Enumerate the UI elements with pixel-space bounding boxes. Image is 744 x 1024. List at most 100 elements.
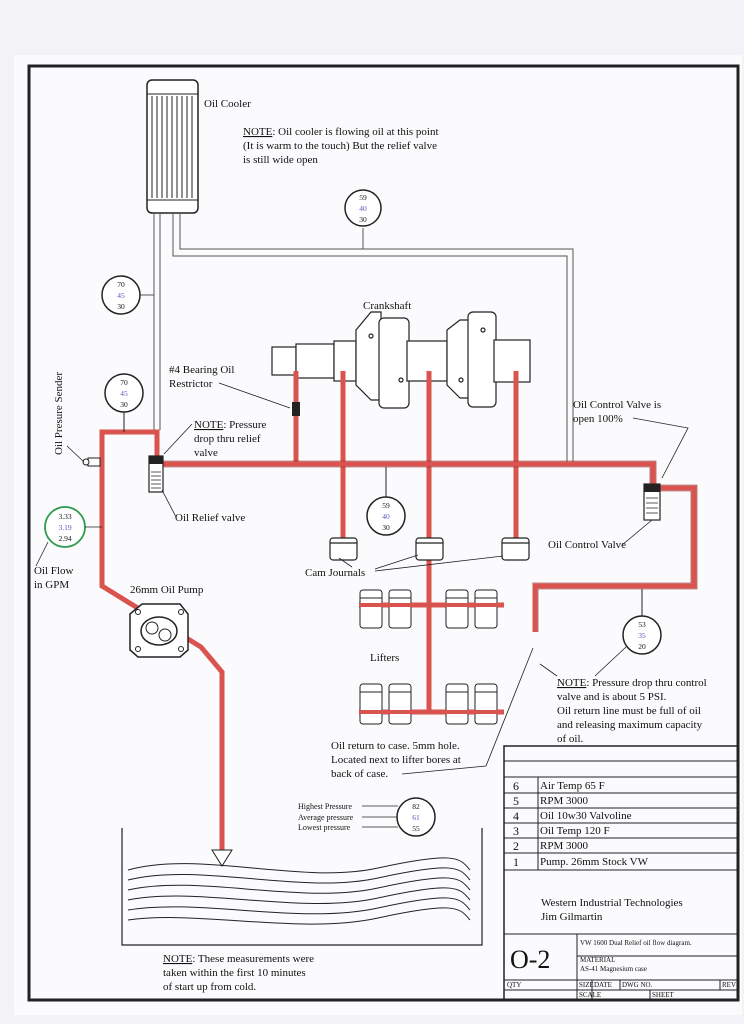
gauge-oil-flow: 3.33 3.19 2.94: [44, 506, 86, 548]
svg-text:40: 40: [359, 204, 367, 213]
line-outlines: [157, 460, 698, 632]
condition-text: Oil 10w30 Valvoline: [540, 810, 632, 822]
control-valve-open-label-2: open 100%: [573, 413, 623, 425]
oil-pump-label: 26mm Oil Pump: [130, 584, 204, 596]
company-name: Western Industrial Technologies: [541, 897, 683, 909]
svg-text:30: 30: [120, 400, 128, 409]
note-control: NOTE: Pressure drop thru control: [557, 677, 707, 689]
lifters-label: Lifters: [370, 652, 399, 664]
oil-control-valve-icon: [643, 483, 661, 521]
crankshaft-icon: [271, 311, 531, 409]
note-cooler: NOTE: Oil cooler is flowing oil at this …: [243, 126, 439, 138]
cell-rev: REV: [722, 981, 736, 989]
gauge-center: 59 40 30: [366, 496, 406, 536]
control-valve-open-label: Oil Control Valve is: [573, 399, 661, 411]
legend-lowest-label: Lowest pressure: [298, 823, 351, 832]
svg-text:3.19: 3.19: [58, 523, 71, 532]
author-name: Jim Gilmartin: [541, 911, 603, 923]
leader-line: [401, 647, 534, 775]
gauge-return: 53 35 20: [622, 615, 662, 655]
conditions-list: 6 Air Temp 65 F 5 RPM 3000 4 Oil 10w30 V…: [513, 779, 649, 869]
leader-line: [539, 663, 558, 677]
condition-num: 3: [513, 824, 519, 838]
leader-line: [632, 417, 689, 479]
title-block: [503, 745, 739, 1001]
oil-relief-valve-icon: [148, 455, 164, 493]
cell-qty: QTY: [507, 981, 521, 989]
oil-sump: [121, 828, 483, 946]
svg-text:30: 30: [382, 523, 390, 532]
condition-num: 1: [513, 855, 519, 869]
note-control-line4: and releasing maximum capacity: [557, 719, 703, 731]
note-cooler-line2: (It is warm to the touch) But the relief…: [243, 140, 437, 152]
svg-text:45: 45: [117, 291, 125, 300]
cam-journal-leaders: [338, 554, 504, 572]
bearing-restrictor-label-2: Restrictor: [169, 378, 213, 390]
gauge-cooler: 59 40 30: [344, 189, 382, 227]
bearing-restrictor-label: #4 Bearing Oil: [169, 364, 234, 376]
svg-text:59: 59: [382, 501, 390, 510]
svg-text:35: 35: [638, 631, 646, 640]
oil-pressure-sender-label-text: Oil Presure Sender: [53, 372, 65, 455]
svg-text:3.33: 3.33: [58, 512, 71, 521]
oil-flow-diagram: Oil Cooler NOTE: Oil cooler is flowing o…: [27, 64, 740, 1002]
legend-highest-label: Highest Pressure: [298, 802, 352, 811]
oil-level-waves: [127, 857, 471, 925]
cam-journal-icons: [329, 537, 530, 561]
pressure-sender-icon: [82, 457, 101, 467]
note-relief-line2: drop thru relief: [194, 433, 261, 445]
condition-text: RPM 3000: [540, 795, 588, 807]
note-control-line3: Oil return line must be full of oil: [557, 705, 701, 717]
note-bottom-line2: taken within the first 10 minutes: [163, 967, 306, 979]
oil-flow-label-2: in GPM: [34, 579, 69, 591]
oil-pump-icon: [129, 603, 189, 658]
gauge-left-upper: 70 45 30: [101, 275, 141, 315]
svg-text:82: 82: [412, 802, 420, 811]
gauge-legend: 82 61 55: [396, 797, 436, 837]
material-label: MATERIAL: [580, 956, 615, 964]
cell-date: DATE: [594, 981, 612, 989]
material-value: AS-41 Magnesium case: [580, 965, 647, 973]
condition-num: 2: [513, 839, 519, 853]
note-relief-line3: valve: [194, 447, 218, 459]
drawing-number: O-2: [510, 945, 550, 974]
note-bottom: NOTE: These measurements were: [163, 953, 314, 965]
svg-text:2.94: 2.94: [58, 534, 71, 543]
cell-size: SIZE: [579, 981, 594, 989]
drawing-description: VW 1600 Dual Relief oil flow diagram.: [580, 939, 692, 947]
svg-text:59: 59: [359, 193, 367, 202]
gauge-left-lower: 70 45 30: [104, 373, 144, 413]
condition-text: Air Temp 65 F: [540, 780, 605, 792]
note-control-line2: valve and is about 5 PSI.: [557, 691, 667, 703]
svg-text:20: 20: [638, 642, 646, 651]
oil-return-label-2: Located next to lifter bores at: [331, 754, 461, 766]
note-cooler-line3: is still wide open: [243, 154, 318, 166]
condition-num: 4: [513, 809, 519, 823]
svg-text:53: 53: [638, 620, 646, 629]
oil-return-label-3: back of case.: [331, 768, 388, 780]
note-relief: NOTE: Pressure: [194, 419, 267, 431]
cell-dwg: DWG NO.: [622, 981, 653, 989]
leader-line: [621, 519, 653, 546]
condition-text: Oil Temp 120 F: [540, 825, 610, 837]
crankshaft-label: Crankshaft: [363, 300, 411, 312]
drawing-border: [27, 64, 740, 1002]
leader-line: [35, 541, 49, 567]
svg-text:45: 45: [120, 389, 128, 398]
oil-return-label: Oil return to case. 5mm hole.: [331, 740, 460, 752]
oil-relief-valve-label: Oil Relief valve: [175, 512, 245, 524]
oil-cooler-label: Oil Cooler: [204, 98, 251, 110]
legend-leaders: [362, 805, 398, 828]
oil-control-valve-label: Oil Control Valve: [548, 539, 626, 551]
leader-line: [161, 489, 177, 518]
condition-text: RPM 3000: [540, 840, 588, 852]
svg-text:30: 30: [359, 215, 367, 224]
cell-sheet: SHEET: [652, 991, 675, 999]
svg-text:40: 40: [382, 512, 390, 521]
note-bottom-line3: of start up from cold.: [163, 981, 256, 993]
cam-journals-label: Cam Journals: [305, 567, 365, 579]
oil-pickup-icon: [211, 849, 233, 867]
legend-average-label: Average pressure: [298, 813, 354, 822]
note-control-line5: of oil.: [557, 733, 584, 745]
svg-text:70: 70: [117, 280, 125, 289]
